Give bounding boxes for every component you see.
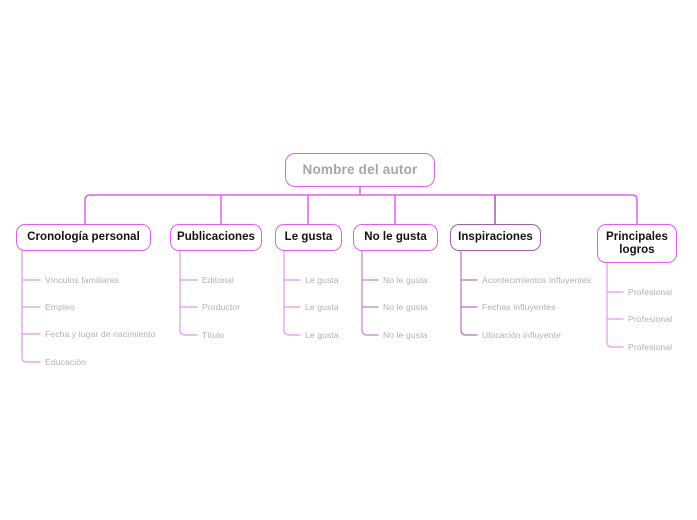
leaf-label[interactable]: Fecha y lugar de nacimiento [45,329,156,339]
leaf-label[interactable]: Le gusta [305,275,339,285]
branch-node-label-line2: logros [619,243,655,256]
branch-node-label: Le gusta [284,231,333,244]
leaf-label[interactable]: Profesional [628,342,673,352]
leaf-label[interactable]: No le gusta [383,302,428,312]
branch-node-principales-logros[interactable]: Principales logros [597,224,677,263]
leaf-label[interactable]: Fechas influyentes [482,302,556,312]
leaf-label[interactable]: No le gusta [383,275,428,285]
branch-node-inspiraciones[interactable]: Inspiraciones [450,224,541,251]
branch-node-label: Cronología personal [27,231,140,244]
leaf-label[interactable]: Ubicación influyente [482,330,561,340]
branch-node-le-gusta[interactable]: Le gusta [275,224,342,251]
leaf-label[interactable]: Editorial [202,275,234,285]
leaf-label[interactable]: Educación [45,357,87,367]
leaf-label[interactable]: Le gusta [305,302,339,312]
leaf-label[interactable]: Productor [202,302,241,312]
leaf-label[interactable]: No le gusta [383,330,428,340]
branch-node-label: Inspiraciones [458,231,533,244]
root-node-label: Nombre del autor [302,162,418,178]
branch-node-label-line1: Principales [606,230,668,243]
branch-node-publicaciones[interactable]: Publicaciones [170,224,262,251]
leaf-label[interactable]: Acontecimientos influyentes [482,275,592,285]
leaf-label[interactable]: Le gusta [305,330,339,340]
leaf-label[interactable]: Profesional [628,314,673,324]
root-node[interactable]: Nombre del autor [285,153,435,187]
branch-node-label: No le gusta [364,231,427,244]
leaf-label[interactable]: Vínculos familiares [45,275,120,285]
branch-node-no-le-gusta[interactable]: No le gusta [353,224,438,251]
branch-node-label: Publicaciones [177,231,255,244]
leaf-label[interactable]: Título [202,330,225,340]
leaf-label[interactable]: Profesional [628,287,673,297]
leaf-label[interactable]: Empleo [45,302,75,312]
branch-node-cronologia-personal[interactable]: Cronología personal [16,224,151,251]
